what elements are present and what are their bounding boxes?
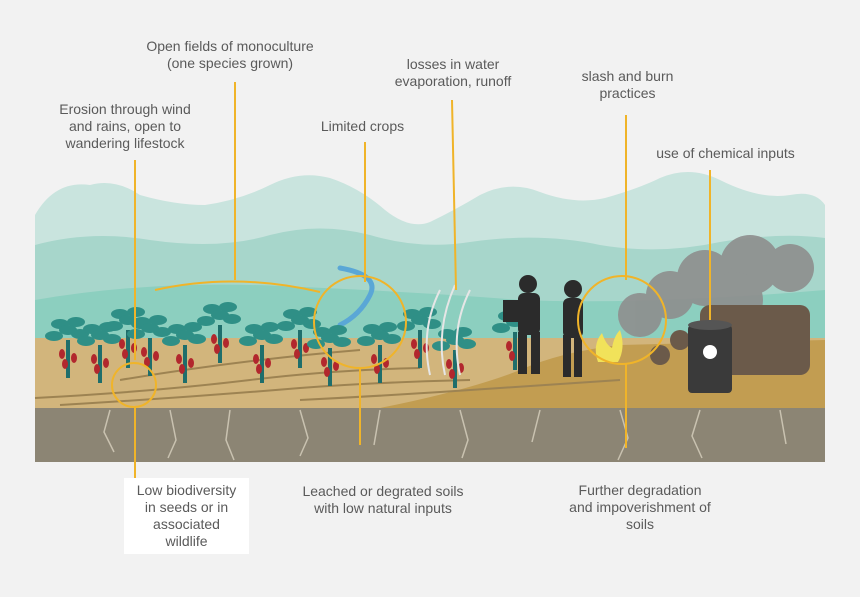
label-limited-crops: Limited crops [320,118,405,134]
wind-lines-icon [425,284,471,376]
label-low-biodiversity: Low biodiversity in seeds or in associat… [124,478,249,554]
stream-icon [337,265,375,328]
label-leached-soils: Leached or degrated soils with low natur… [302,483,464,516]
callout-circle-fire [577,275,667,365]
fire-icon [595,330,623,362]
label-slash-burn: slash and burn practices [581,68,674,101]
smoke-cloud-icon [618,235,814,337]
cacao-plant-icon [162,322,206,383]
callout-lines [111,82,711,478]
bedrock-cracks [103,409,787,461]
callout-circle-erosion [111,362,157,408]
cacao-plant-icon [127,315,171,376]
skull-icon [703,345,717,359]
label-further-degradation: Further degradation and impoverishment o… [569,482,711,532]
cacao-plant-icon [307,325,351,386]
cacao-plant-icon [277,307,321,368]
cacao-plants [45,302,536,388]
label-monoculture: Open fields of monoculture (one species … [146,38,314,71]
label-chemical-inputs: use of chemical inputs [656,145,795,161]
chemical-barrel-icon [688,320,732,393]
farmer-silhouette-icon [503,275,540,374]
label-water-losses: losses in water evaporation, runoff [394,56,512,89]
callout-monoculture [154,82,321,293]
soil-crack-lines [34,349,621,406]
callout-water [451,99,457,291]
label-erosion: Erosion through wind and rains, open to … [59,101,191,151]
cacao-plant-icon [239,322,283,383]
bedrock-layer [35,405,825,462]
cacao-plant-icon [197,302,241,363]
